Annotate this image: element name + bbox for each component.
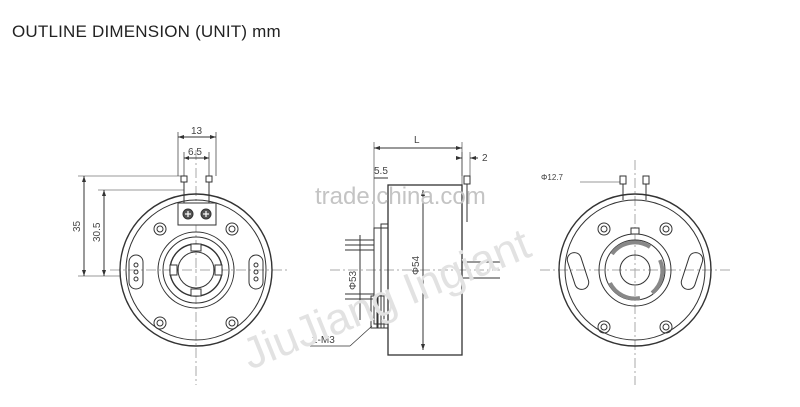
page-title: OUTLINE DIMENSION (UNIT) mm (12, 22, 281, 41)
watermark-diagonal: JiuJiang Ingiant (235, 219, 537, 379)
dim-flange-diameter: Φ54 (411, 255, 422, 275)
rear-view (540, 160, 730, 385)
front-view (78, 132, 290, 385)
dim-body-diameter: Φ53 (348, 270, 359, 290)
dim-shaft-2: 2 (482, 153, 488, 164)
dim-bore-diameter: Φ12.7 (541, 173, 564, 182)
dim-height-30-5: 30.5 (92, 222, 103, 242)
dim-height-35: 35 (72, 220, 83, 232)
dim-offset-5-5: 5.5 (374, 166, 388, 177)
thread-label: 2-M3 (312, 335, 335, 346)
watermark-site: trade.china.com (315, 183, 486, 210)
side-view (310, 142, 500, 356)
dim-width-13: 13 (191, 126, 203, 137)
dim-width-6-5: 6.5 (188, 147, 202, 158)
dim-length-l: L (414, 135, 420, 146)
